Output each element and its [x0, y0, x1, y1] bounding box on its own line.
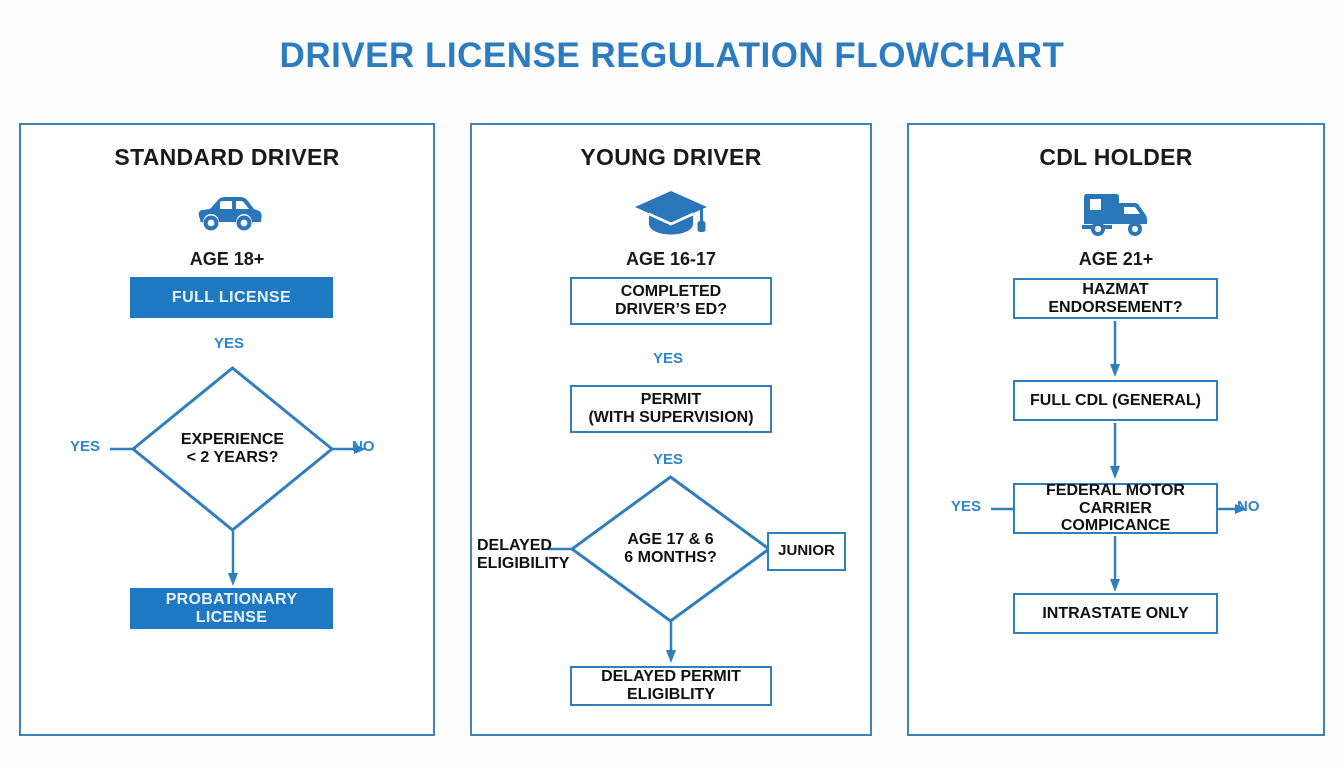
edge-label-no-right-of-compliance: NO: [1237, 498, 1260, 515]
edge-label-yes-below-full-license: YES: [214, 335, 245, 352]
edge-label-yes-left-of-compliance: YES: [951, 498, 982, 515]
panel-title-standard-driver: STANDARD DRIVER: [114, 144, 340, 170]
node-permit-with-supervision[interactable]: PERMIT (WITH SUPERVISION): [570, 385, 772, 433]
page-title: DRIVER LICENSE REGULATION FLOWCHART: [279, 36, 1065, 75]
connector-diamond-to-probationary: [226, 530, 240, 588]
edge-label-yes-after-drivers-ed: YES: [653, 350, 684, 367]
node-full-license[interactable]: FULL LICENSE: [130, 277, 333, 318]
graduation-cap-icon: [472, 185, 870, 241]
edge-label-yes-left-of-diamond: YES: [70, 438, 101, 455]
age-label-cdl: AGE 21+: [1078, 249, 1154, 269]
node-delayed-permit-eligiblity[interactable]: DELAYED PERMIT ELIGIBLITY: [570, 666, 772, 706]
car-icon: [21, 185, 433, 241]
panel-young-driver: YOUNG DRIVER AGE 16-17 COMPLETED DRIVER’…: [470, 123, 872, 736]
node-intrastate-only[interactable]: INTRASTATE ONLY: [1013, 593, 1218, 634]
edge-label-delayed-eligibility: DELAYED ELIGIBILITY: [477, 537, 570, 573]
connector-hazmat-to-full-cdl: [1108, 321, 1122, 379]
panel-title-young-driver: YOUNG DRIVER: [580, 144, 762, 170]
truck-icon: [909, 185, 1323, 241]
connector-full-cdl-to-compliance: [1108, 423, 1122, 481]
connector-yes-left-cdl: [991, 507, 1015, 511]
node-hazmat-endorsement[interactable]: HAZMAT ENDORSEMENT?: [1013, 278, 1218, 319]
connector-compliance-to-intrastate: [1108, 536, 1122, 594]
panel-title-cdl-holder: CDL HOLDER: [1039, 144, 1193, 170]
edge-label-no-right-of-diamond: NO: [352, 438, 375, 455]
panel-standard-driver: STANDARD DRIVER AGE 18+ FULL LICENSE YES…: [19, 123, 435, 736]
age-label-young: AGE 16-17: [625, 249, 717, 269]
panel-cdl-holder: CDL HOLDER AGE 21+ HAZMAT ENDORSEMENT?: [907, 123, 1325, 736]
node-federal-motor-carrier-compicance[interactable]: FEDERAL MOTOR CARRIER COMPICANCE: [1013, 482, 1218, 534]
node-experience-decision[interactable]: EXPERIENCE < 2 YEARS?: [131, 366, 334, 532]
node-age-17-6-months-decision[interactable]: AGE 17 & 6 6 MONTHS?: [570, 475, 771, 623]
node-full-cdl-general[interactable]: FULL CDL (GENERAL): [1013, 380, 1218, 421]
node-completed-drivers-ed[interactable]: COMPLETED DRIVER’S ED?: [570, 277, 772, 325]
connector-diamond-to-delayed-permit: [664, 621, 678, 665]
age-label-standard: AGE 18+: [189, 249, 265, 269]
edge-label-yes-after-permit: YES: [653, 451, 684, 468]
node-age-17-6-months-label: AGE 17 & 6 6 MONTHS?: [624, 530, 717, 566]
node-experience-decision-label: EXPERIENCE < 2 YEARS?: [180, 430, 285, 466]
node-junior[interactable]: JUNIOR: [767, 532, 846, 571]
node-probationary-license[interactable]: PROBATIONARY LICENSE: [130, 588, 333, 629]
